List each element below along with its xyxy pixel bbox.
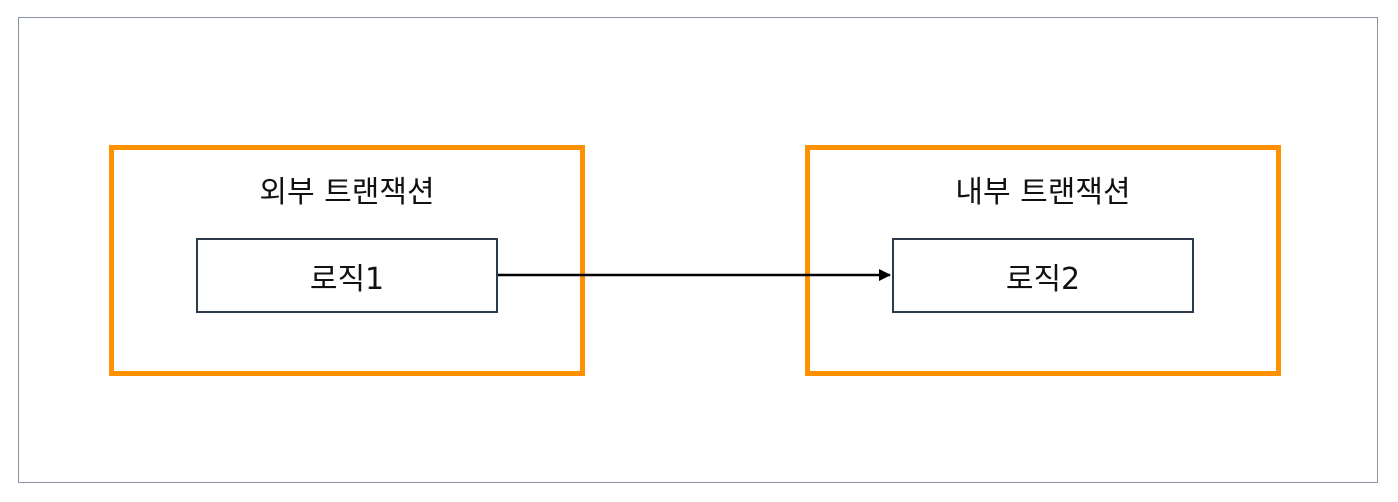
logic1-label: 로직1 — [309, 261, 385, 297]
logic1-box: 로직1 — [196, 238, 498, 313]
inner-transaction-title: 내부 트랜잭션 — [955, 175, 1131, 210]
outer-transaction-title: 외부 트랜잭션 — [259, 175, 435, 210]
logic2-label: 로직2 — [1005, 261, 1081, 297]
logic2-box: 로직2 — [892, 238, 1194, 313]
